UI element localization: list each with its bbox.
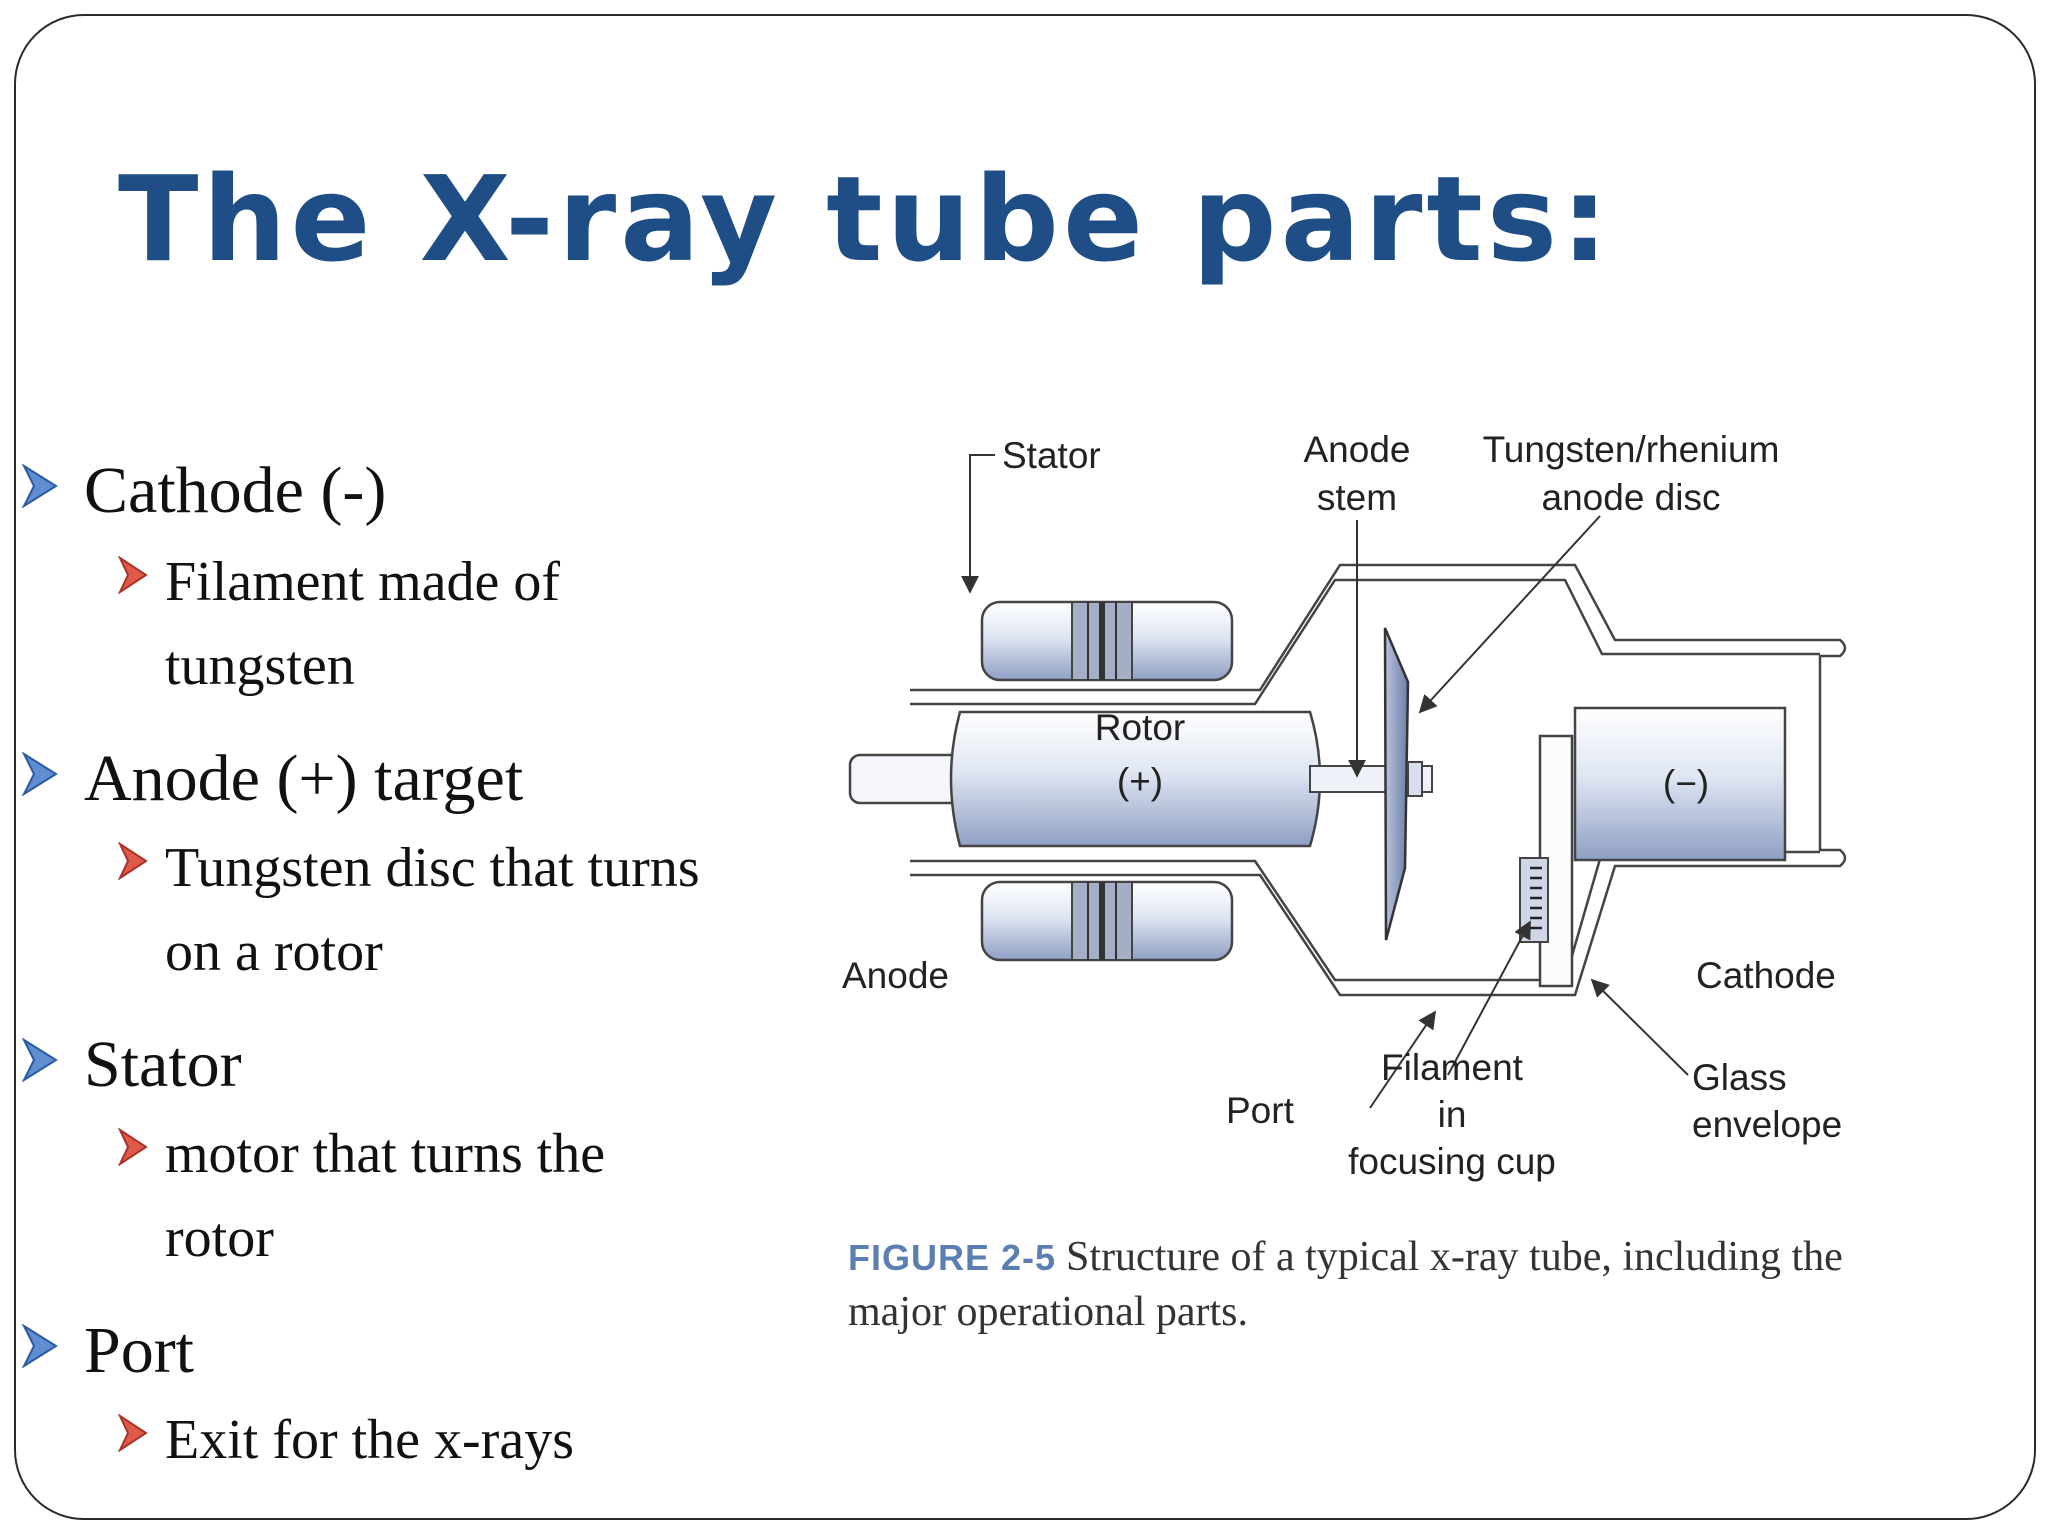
xray-tube-diagram: Stator Anode stem Tungsten/rhenium anode…	[842, 429, 1847, 1182]
rotor	[848, 710, 1322, 848]
label-rotor-sign: (+)	[1117, 761, 1163, 802]
label-filament: Filament	[1381, 1047, 1524, 1088]
figure-caption-text: Structure of a typical x-ray tube, inclu…	[848, 1234, 1843, 1335]
arrow-bullet-icon	[118, 1414, 148, 1452]
label-stator: Stator	[1002, 435, 1101, 476]
sub-bullet-line: rotor	[165, 1207, 274, 1269]
label-anode-disc: Tungsten/rhenium	[1483, 429, 1780, 470]
sub-bullet-motor: motor that turns the rotor	[98, 1112, 798, 1280]
stator-coils	[980, 600, 1234, 962]
bullet-cathode: Cathode (-)	[22, 458, 386, 524]
label-cathode-sign: (−)	[1663, 763, 1709, 804]
label-rotor: Rotor	[1095, 707, 1185, 748]
label-filament: focusing cup	[1348, 1141, 1556, 1182]
bullet-port: Port	[22, 1318, 194, 1384]
sub-bullet-filament: Filament made of tungsten	[98, 540, 798, 708]
arrow-bullet-icon	[118, 842, 148, 880]
sub-bullet-exit: Exit for the x-rays	[98, 1398, 798, 1482]
sub-bullet-line: Tungsten disc that turns	[165, 837, 700, 899]
sub-bullet-line: Exit for the x-rays	[165, 1409, 574, 1471]
bullet-text: Port	[84, 1314, 195, 1387]
anode-stem-and-disc	[1309, 627, 1433, 941]
label-anode: Anode	[842, 955, 949, 996]
arrow-bullet-icon	[22, 464, 58, 508]
leader-lines	[961, 454, 1689, 1109]
bullet-text: Cathode (-)	[84, 454, 387, 527]
sub-bullet-tungsten-disc: Tungsten disc that turns on a rotor	[98, 826, 798, 994]
diagram-labels: Stator Anode stem Tungsten/rhenium anode…	[842, 429, 1842, 1182]
xray-tube-figure: Stator Anode stem Tungsten/rhenium anode…	[830, 420, 1910, 1340]
label-glass-envelope: Glass	[1692, 1057, 1787, 1098]
label-glass-envelope: envelope	[1692, 1104, 1842, 1145]
arrow-bullet-icon	[22, 1324, 58, 1368]
bullet-text: Stator	[84, 1028, 242, 1101]
sub-bullet-line: tungsten	[165, 635, 355, 697]
label-anode-stem: Anode	[1304, 429, 1411, 470]
bullet-text: Anode (+) target	[84, 742, 524, 815]
label-port: Port	[1226, 1090, 1295, 1131]
sub-bullet-line: motor that turns the	[165, 1123, 606, 1185]
figure-caption-label: FIGURE 2-5	[848, 1237, 1057, 1278]
cathode-assembly	[1519, 706, 1787, 988]
label-anode-stem: stem	[1317, 477, 1397, 518]
arrow-bullet-icon	[118, 556, 148, 594]
label-filament: in	[1438, 1094, 1467, 1135]
arrow-bullet-icon	[22, 752, 58, 796]
arrow-bullet-icon	[22, 1038, 58, 1082]
slide-title: The X-ray tube parts:	[118, 150, 1613, 288]
sub-bullet-line: on a rotor	[165, 921, 383, 983]
arrow-bullet-icon	[118, 1128, 148, 1166]
bullet-stator: Stator	[22, 1032, 242, 1098]
sub-bullet-line: Filament made of	[165, 551, 561, 613]
label-cathode: Cathode	[1696, 955, 1836, 996]
bullet-anode: Anode (+) target	[22, 746, 523, 812]
label-anode-disc: anode disc	[1542, 477, 1721, 518]
